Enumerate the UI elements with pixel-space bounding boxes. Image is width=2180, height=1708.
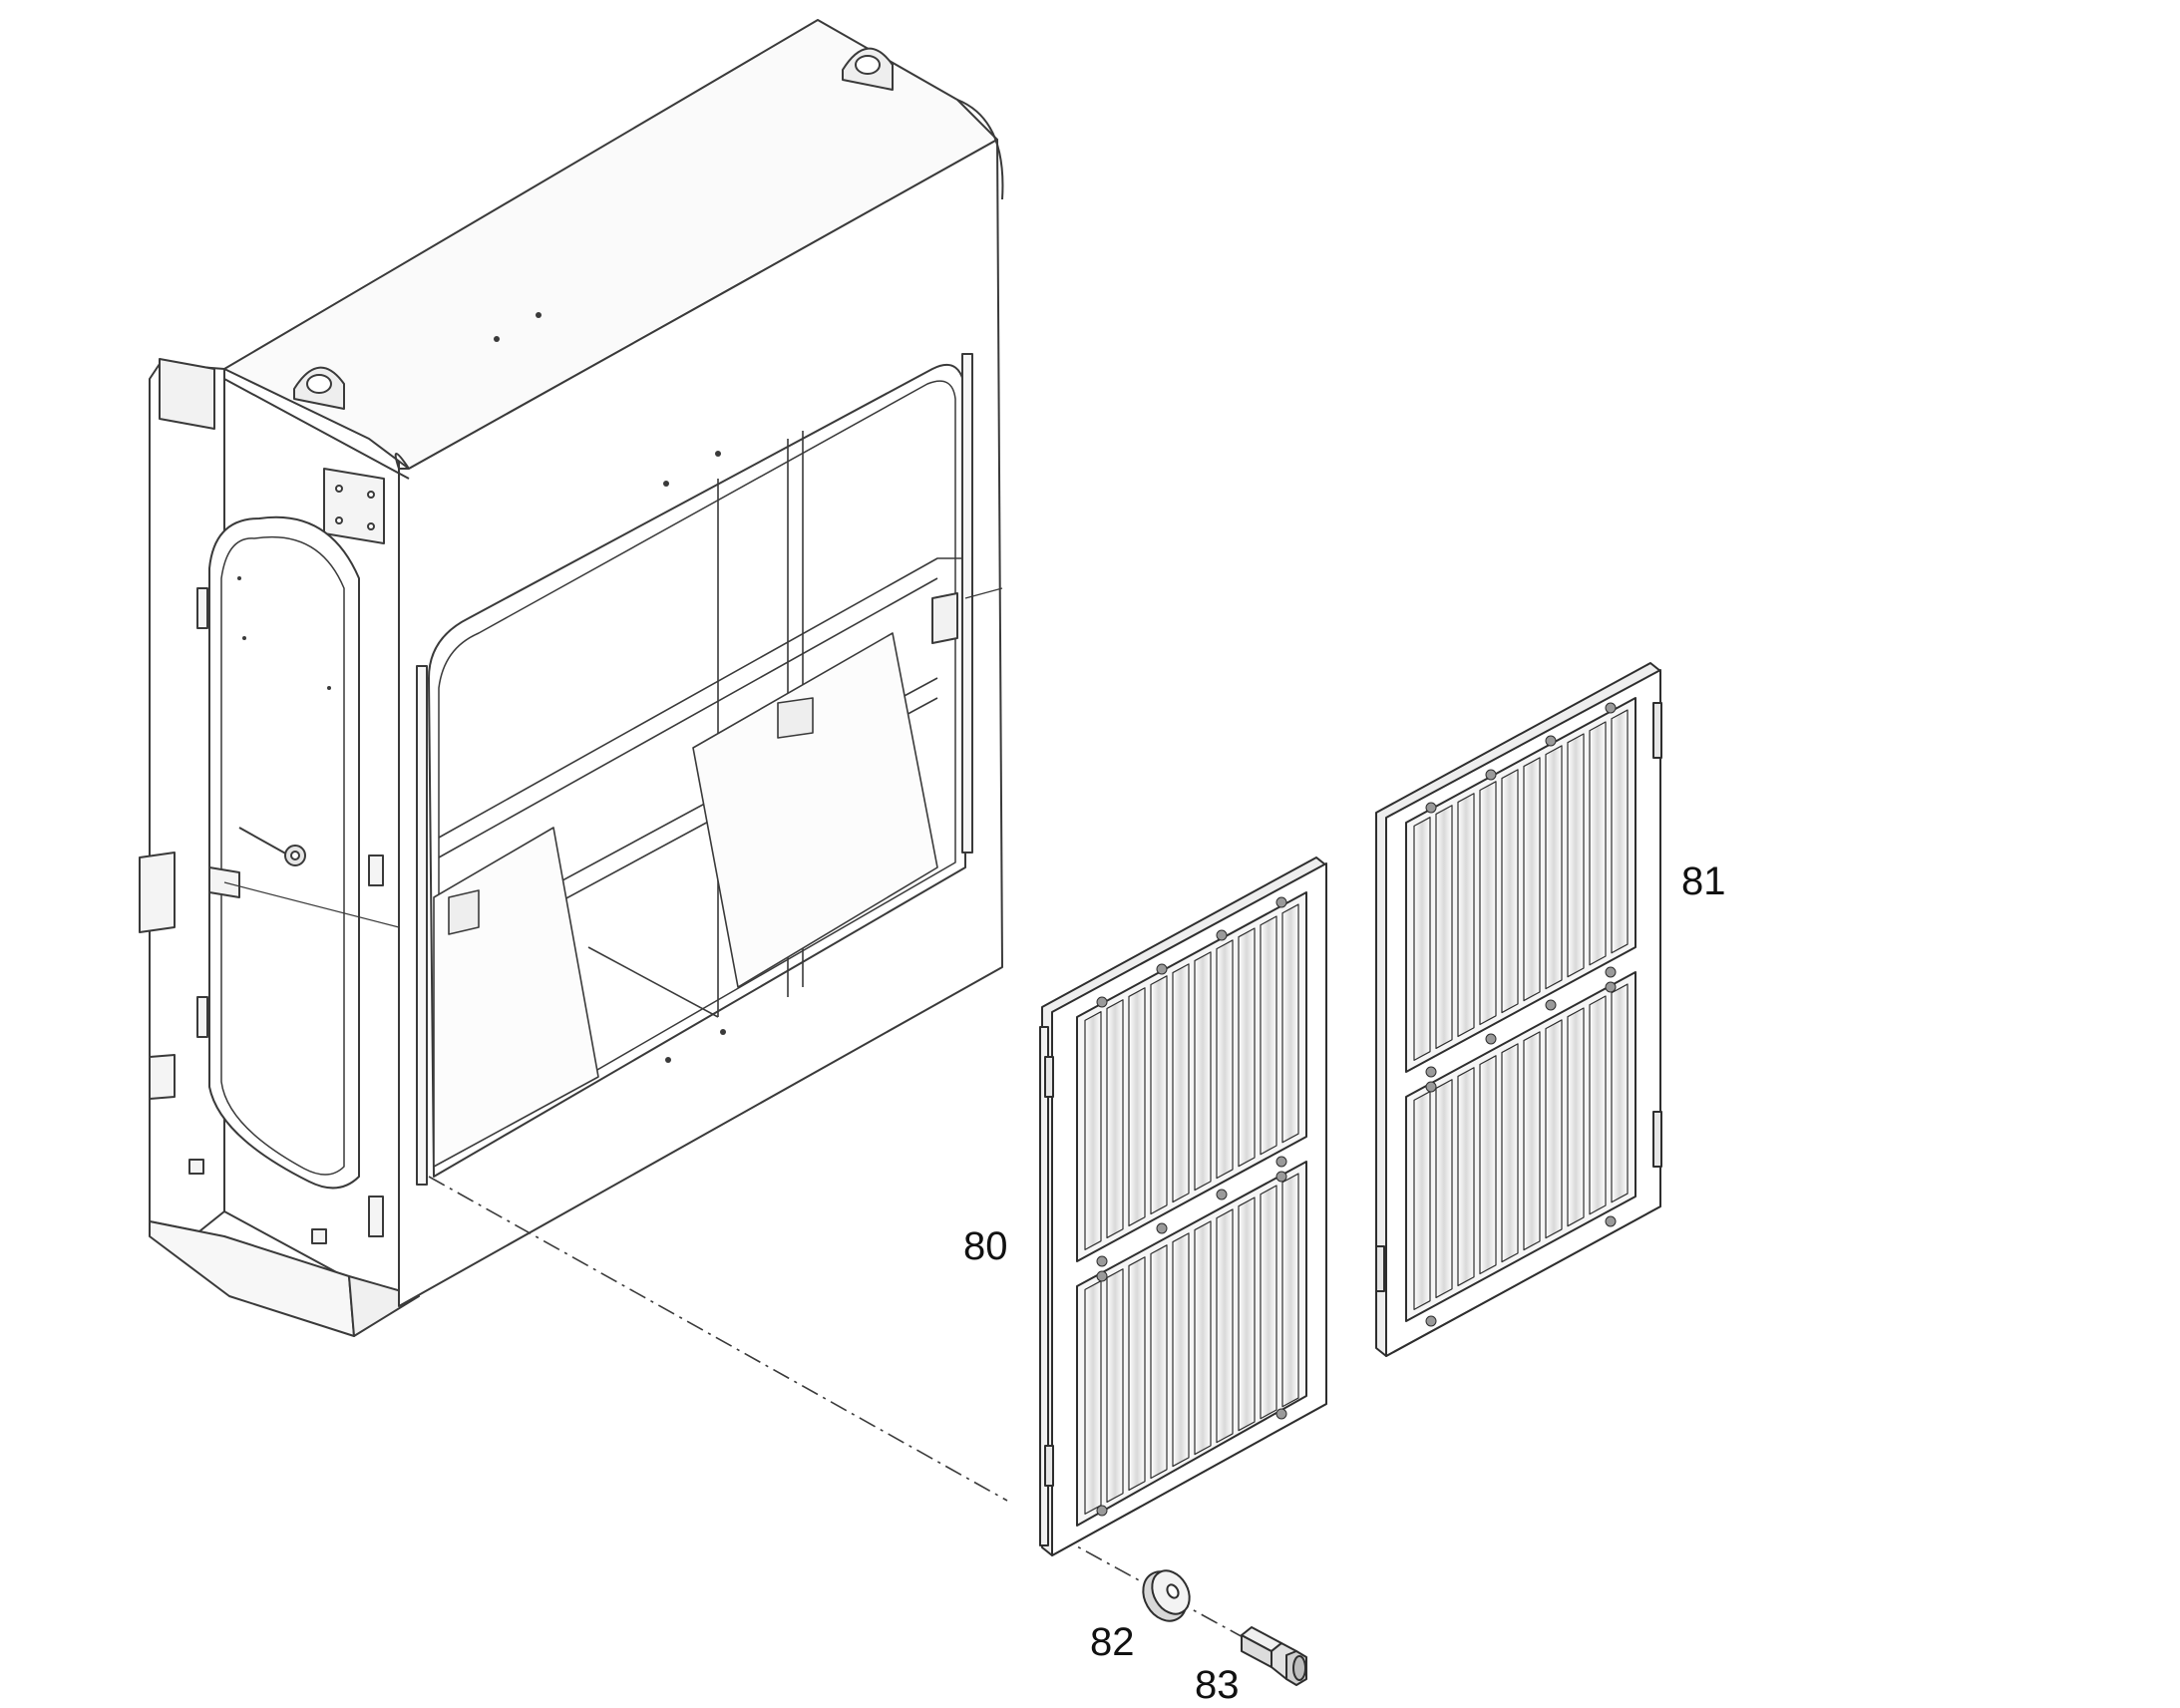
grille-slat	[1128, 987, 1146, 1227]
callout-81: 81	[1681, 859, 1726, 903]
grille-panel-80	[1039, 856, 1327, 1556]
bolt-head	[1275, 1408, 1287, 1420]
grille-80-hinge-strip	[1039, 1026, 1049, 1546]
front-rail-right	[961, 353, 973, 854]
washer-82	[1142, 1569, 1191, 1622]
housing-corner-flap	[159, 358, 215, 430]
bolt-head	[1425, 1315, 1437, 1327]
door-handle	[238, 827, 306, 866]
grille-slat	[1238, 1196, 1256, 1432]
grille-panel-81	[1375, 662, 1662, 1357]
grille-slat	[1589, 721, 1607, 966]
grille-slat	[1501, 769, 1519, 1014]
grille-slat	[1611, 983, 1629, 1203]
grille-slat	[1194, 951, 1212, 1192]
grille-80-bolts	[1096, 896, 1287, 1517]
bolt-head	[1605, 702, 1617, 714]
bolt-head	[1425, 1081, 1437, 1093]
grille-80-slats	[1084, 903, 1299, 1515]
bolt-head	[1485, 769, 1497, 781]
grille-slat	[1194, 1220, 1212, 1456]
bolt-head	[1096, 1505, 1108, 1517]
grille-slat	[1106, 999, 1124, 1239]
grille-slat	[1545, 745, 1563, 990]
bolt-head	[1156, 963, 1168, 975]
side-hinges	[139, 587, 384, 1244]
callout-83: 83	[1195, 1663, 1240, 1707]
grille-slat	[1567, 1007, 1585, 1227]
grille-slat	[1545, 1019, 1563, 1239]
grille-slat	[1150, 975, 1168, 1215]
bolt-head	[1275, 1156, 1287, 1168]
right-bracket	[931, 592, 958, 644]
lifting-eye-right	[842, 47, 894, 91]
bolt-head	[1216, 929, 1228, 941]
grille-slat	[1281, 1173, 1299, 1408]
assembly-axis-line	[428, 1176, 1268, 1651]
mounting-plate	[323, 468, 385, 544]
bolt-head	[1425, 802, 1437, 814]
callout-80: 80	[963, 1224, 1008, 1268]
bolt-head	[1096, 1255, 1108, 1267]
callout-82: 82	[1090, 1620, 1135, 1664]
housing-assembly	[139, 19, 1004, 1337]
bolt-head	[1545, 735, 1557, 747]
bolt-head	[1485, 1033, 1497, 1045]
grille-slat	[1281, 903, 1299, 1144]
grille-slat	[1435, 805, 1453, 1050]
bolt-head	[1605, 966, 1617, 978]
grille-slat	[1457, 1067, 1475, 1287]
grille-slat	[1611, 709, 1629, 954]
grille-slat	[1084, 1280, 1102, 1515]
grille-slat	[1413, 817, 1431, 1061]
bolt-head	[1605, 981, 1617, 993]
grille-slat	[1260, 1185, 1277, 1420]
bolt-head	[1156, 1222, 1168, 1234]
grille-slat	[1172, 963, 1190, 1203]
grille-slat	[1216, 939, 1234, 1180]
internal-panels	[433, 632, 938, 1168]
bolt-head	[1096, 1270, 1108, 1282]
bolt-head	[1275, 896, 1287, 908]
rivet-dots	[237, 312, 726, 1063]
bolt-head	[1216, 1189, 1228, 1200]
grille-slat	[1435, 1079, 1453, 1299]
grille-slat	[1128, 1256, 1146, 1492]
bolt-83	[1241, 1626, 1307, 1686]
grille-slat	[1479, 781, 1497, 1026]
bolt-head	[1275, 1171, 1287, 1183]
grille-slat	[1172, 1232, 1190, 1468]
grille-81-bolts	[1425, 702, 1617, 1327]
grille-slat	[1106, 1268, 1124, 1504]
grille-slat	[1216, 1208, 1234, 1444]
grille-slat	[1238, 927, 1256, 1168]
grille-slat	[1567, 733, 1585, 978]
grille-slat	[1260, 915, 1277, 1156]
grille-slat	[1501, 1043, 1519, 1263]
bolt-head	[1545, 999, 1557, 1011]
grille-slat	[1589, 995, 1607, 1215]
grille-slat	[1413, 1091, 1431, 1310]
grille-slat	[1084, 1011, 1102, 1250]
front-rail-left	[416, 665, 428, 1186]
lifting-eye-left	[293, 366, 345, 410]
bolt-head	[1605, 1215, 1617, 1227]
grille-slat	[1523, 757, 1541, 1002]
grille-slat	[1150, 1244, 1168, 1480]
grille-slat	[1523, 1031, 1541, 1251]
bolt-head	[1425, 1066, 1437, 1078]
grille-slat	[1457, 793, 1475, 1038]
grille-slat	[1479, 1055, 1497, 1275]
bolt-head	[1096, 996, 1108, 1008]
grille-81-slats	[1413, 709, 1629, 1310]
